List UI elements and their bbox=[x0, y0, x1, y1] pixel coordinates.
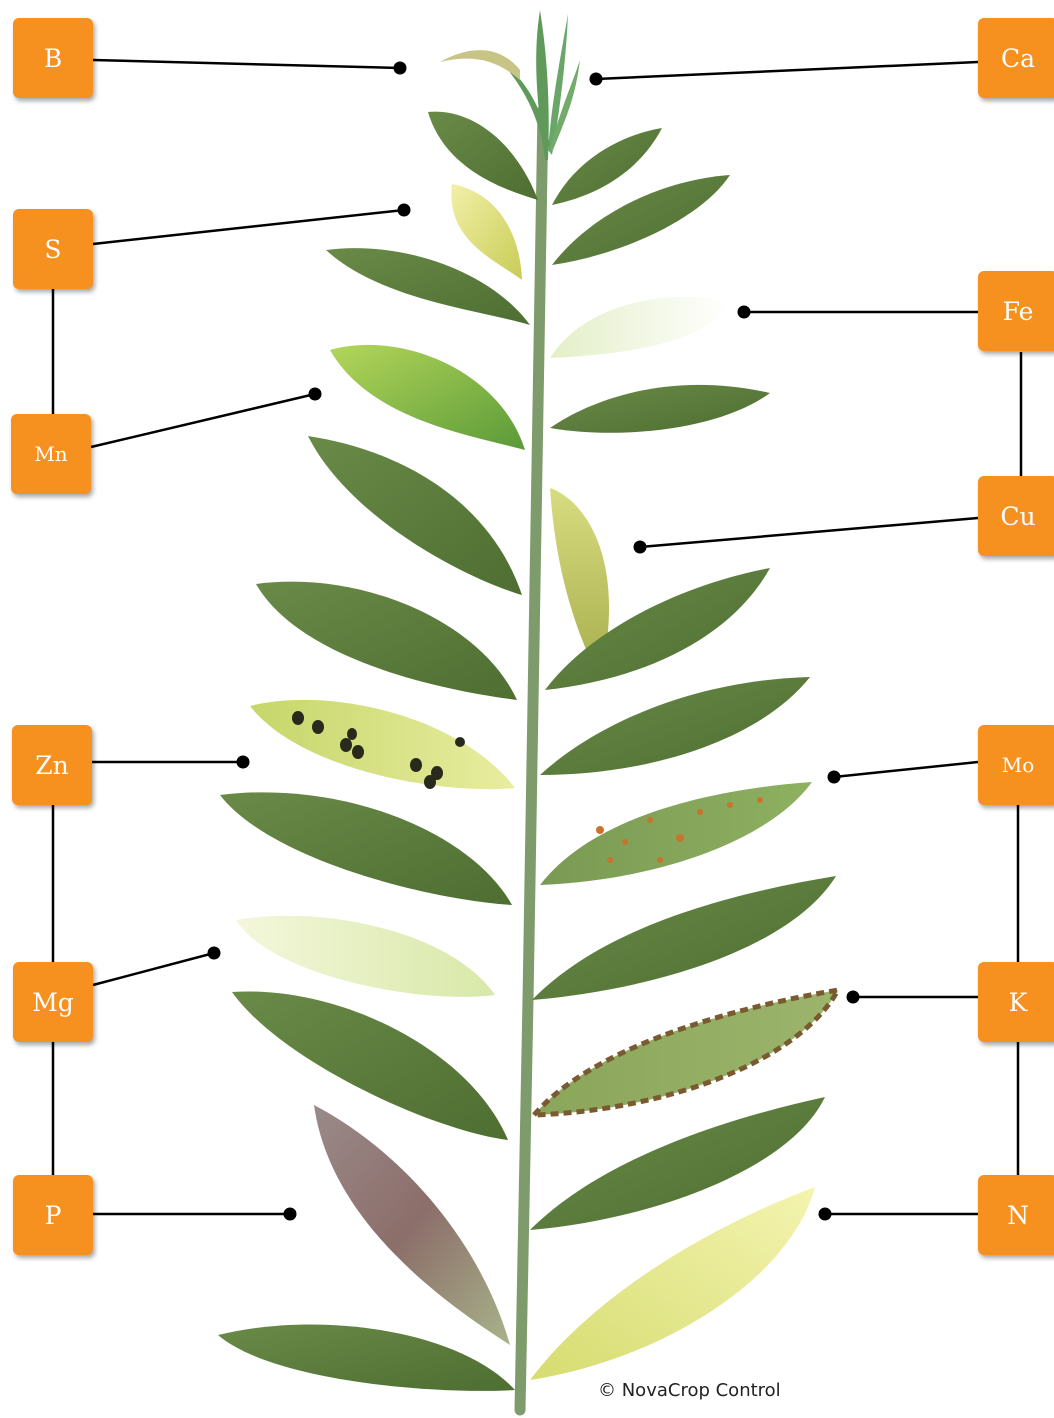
leaf-potassium-deficient bbox=[534, 990, 838, 1115]
label-molybdenum-text: Mo bbox=[1002, 753, 1035, 777]
leaf-sulfur-deficient bbox=[451, 184, 522, 280]
label-nitrogen: N bbox=[978, 1175, 1054, 1255]
label-phosphorus-text: P bbox=[45, 1201, 62, 1230]
leaf-right-top bbox=[552, 128, 662, 205]
label-molybdenum: Mo bbox=[978, 725, 1054, 805]
leaf-left-10 bbox=[232, 991, 508, 1140]
boron-deformed-tip bbox=[440, 50, 520, 80]
leaf-left-6 bbox=[256, 582, 517, 700]
label-iron: Fe bbox=[978, 271, 1054, 351]
leaf-left-8 bbox=[220, 792, 512, 905]
label-copper: Cu bbox=[978, 476, 1054, 556]
label-boron: B bbox=[13, 18, 93, 98]
label-manganese: Mn bbox=[11, 414, 91, 494]
leaf-magnesium-deficient bbox=[236, 916, 495, 997]
leaf-molybdenum-deficient bbox=[540, 782, 812, 885]
label-sulfur-text: S bbox=[44, 235, 61, 264]
label-boron-text: B bbox=[44, 44, 62, 73]
leaf-right-9 bbox=[532, 876, 836, 1000]
leaf-left-top bbox=[428, 112, 538, 200]
leaf-left-bottom bbox=[218, 1324, 515, 1390]
label-sulfur: S bbox=[13, 209, 93, 289]
label-calcium-text: Ca bbox=[1001, 44, 1035, 73]
label-potassium-text: K bbox=[1009, 988, 1028, 1017]
label-zinc: Zn bbox=[12, 725, 92, 805]
leaf-zinc-deficient bbox=[250, 700, 515, 789]
leaf-manganese-deficient bbox=[330, 345, 525, 450]
copyright-notice: © NovaCrop Control bbox=[598, 1380, 781, 1401]
label-calcium: Ca bbox=[978, 18, 1054, 98]
label-copper-text: Cu bbox=[1000, 502, 1035, 531]
leaf-right-4 bbox=[550, 385, 770, 433]
label-nitrogen-text: N bbox=[1007, 1201, 1029, 1230]
leaf-phosphorus-deficient bbox=[314, 1105, 510, 1345]
leaf-right-7 bbox=[540, 677, 810, 775]
leaf-iron-deficient bbox=[550, 297, 730, 358]
label-zinc-text: Zn bbox=[35, 751, 68, 780]
plant-stem bbox=[520, 110, 543, 1410]
label-magnesium-text: Mg bbox=[32, 988, 74, 1017]
label-iron-text: Fe bbox=[1003, 297, 1034, 326]
label-potassium: K bbox=[978, 962, 1054, 1042]
leaf-left-5 bbox=[308, 436, 522, 595]
label-manganese-text: Mn bbox=[34, 442, 67, 466]
label-magnesium: Mg bbox=[13, 962, 93, 1042]
label-phosphorus: P bbox=[13, 1175, 93, 1255]
